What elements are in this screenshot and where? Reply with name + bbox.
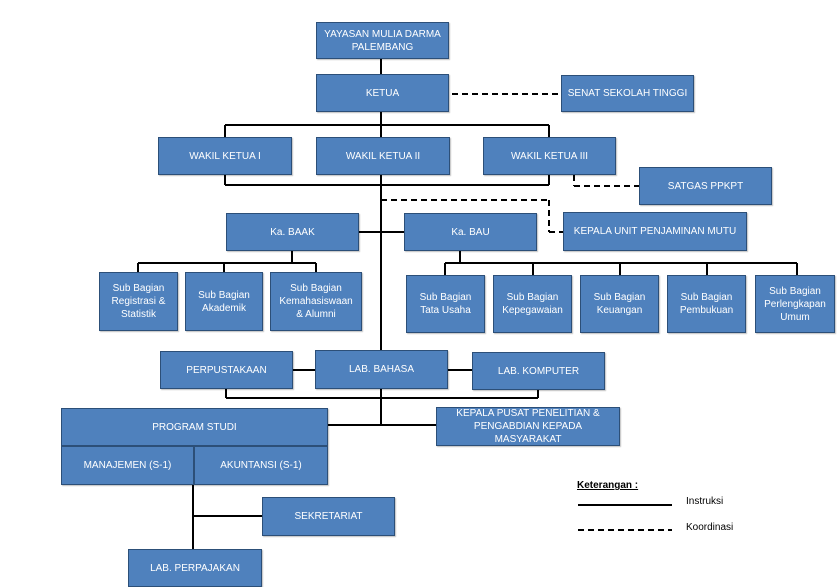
node-manajemen: MANAJEMEN (S-1) <box>61 446 194 485</box>
node-sub-pembukuan: Sub Bagian Pembukuan <box>667 275 746 333</box>
node-sub-tata-usaha: Sub Bagian Tata Usaha <box>406 275 485 333</box>
node-ka-baak: Ka. BAAK <box>226 213 359 251</box>
node-ka-bau: Ka. BAU <box>404 213 537 251</box>
node-program-studi: PROGRAM STUDI <box>61 408 328 446</box>
node-ketua: KETUA <box>316 74 449 112</box>
node-satgas: SATGAS PPKPT <box>639 167 772 205</box>
node-yayasan: YAYASAN MULIA DARMA PALEMBANG <box>316 22 449 59</box>
node-sub-keuangan: Sub Bagian Keuangan <box>580 275 659 333</box>
node-sub-akademik: Sub Bagian Akademik <box>185 272 263 331</box>
node-wakil-ketua-3: WAKIL KETUA III <box>483 137 616 175</box>
node-akuntansi: AKUNTANSI (S-1) <box>194 446 328 485</box>
node-sekretariat: SEKRETARIAT <box>262 497 395 536</box>
node-pusat-penelitian: KEPALA PUSAT PENELITIAN & PENGABDIAN KEP… <box>436 407 620 446</box>
node-sub-registrasi: Sub Bagian Registrasi & Statistik <box>99 272 178 331</box>
legend-title: Keterangan : <box>577 480 639 491</box>
node-sub-perlengkapan: Sub Bagian Perlengkapan Umum <box>755 275 835 333</box>
legend-dashed-label: Koordinasi <box>686 522 734 533</box>
node-wakil-ketua-2: WAKIL KETUA II <box>316 137 450 175</box>
node-penjaminan-mutu: KEPALA UNIT PENJAMINAN MUTU <box>563 212 747 251</box>
legend-solid-label: Instruksi <box>686 496 724 507</box>
node-lab-komputer: LAB. KOMPUTER <box>472 352 605 390</box>
node-sub-kemahasiswaan: Sub Bagian Kemahasiswaan & Alumni <box>270 272 362 331</box>
node-senat: SENAT SEKOLAH TINGGI <box>561 75 694 112</box>
node-lab-perpajakan: LAB. PERPAJAKAN <box>128 549 262 587</box>
node-sub-kepegawaian: Sub Bagian Kepegawaian <box>493 275 572 333</box>
node-perpustakaan: PERPUSTAKAAN <box>160 351 293 389</box>
node-wakil-ketua-1: WAKIL KETUA I <box>158 137 292 175</box>
node-lab-bahasa: LAB. BAHASA <box>315 350 448 389</box>
